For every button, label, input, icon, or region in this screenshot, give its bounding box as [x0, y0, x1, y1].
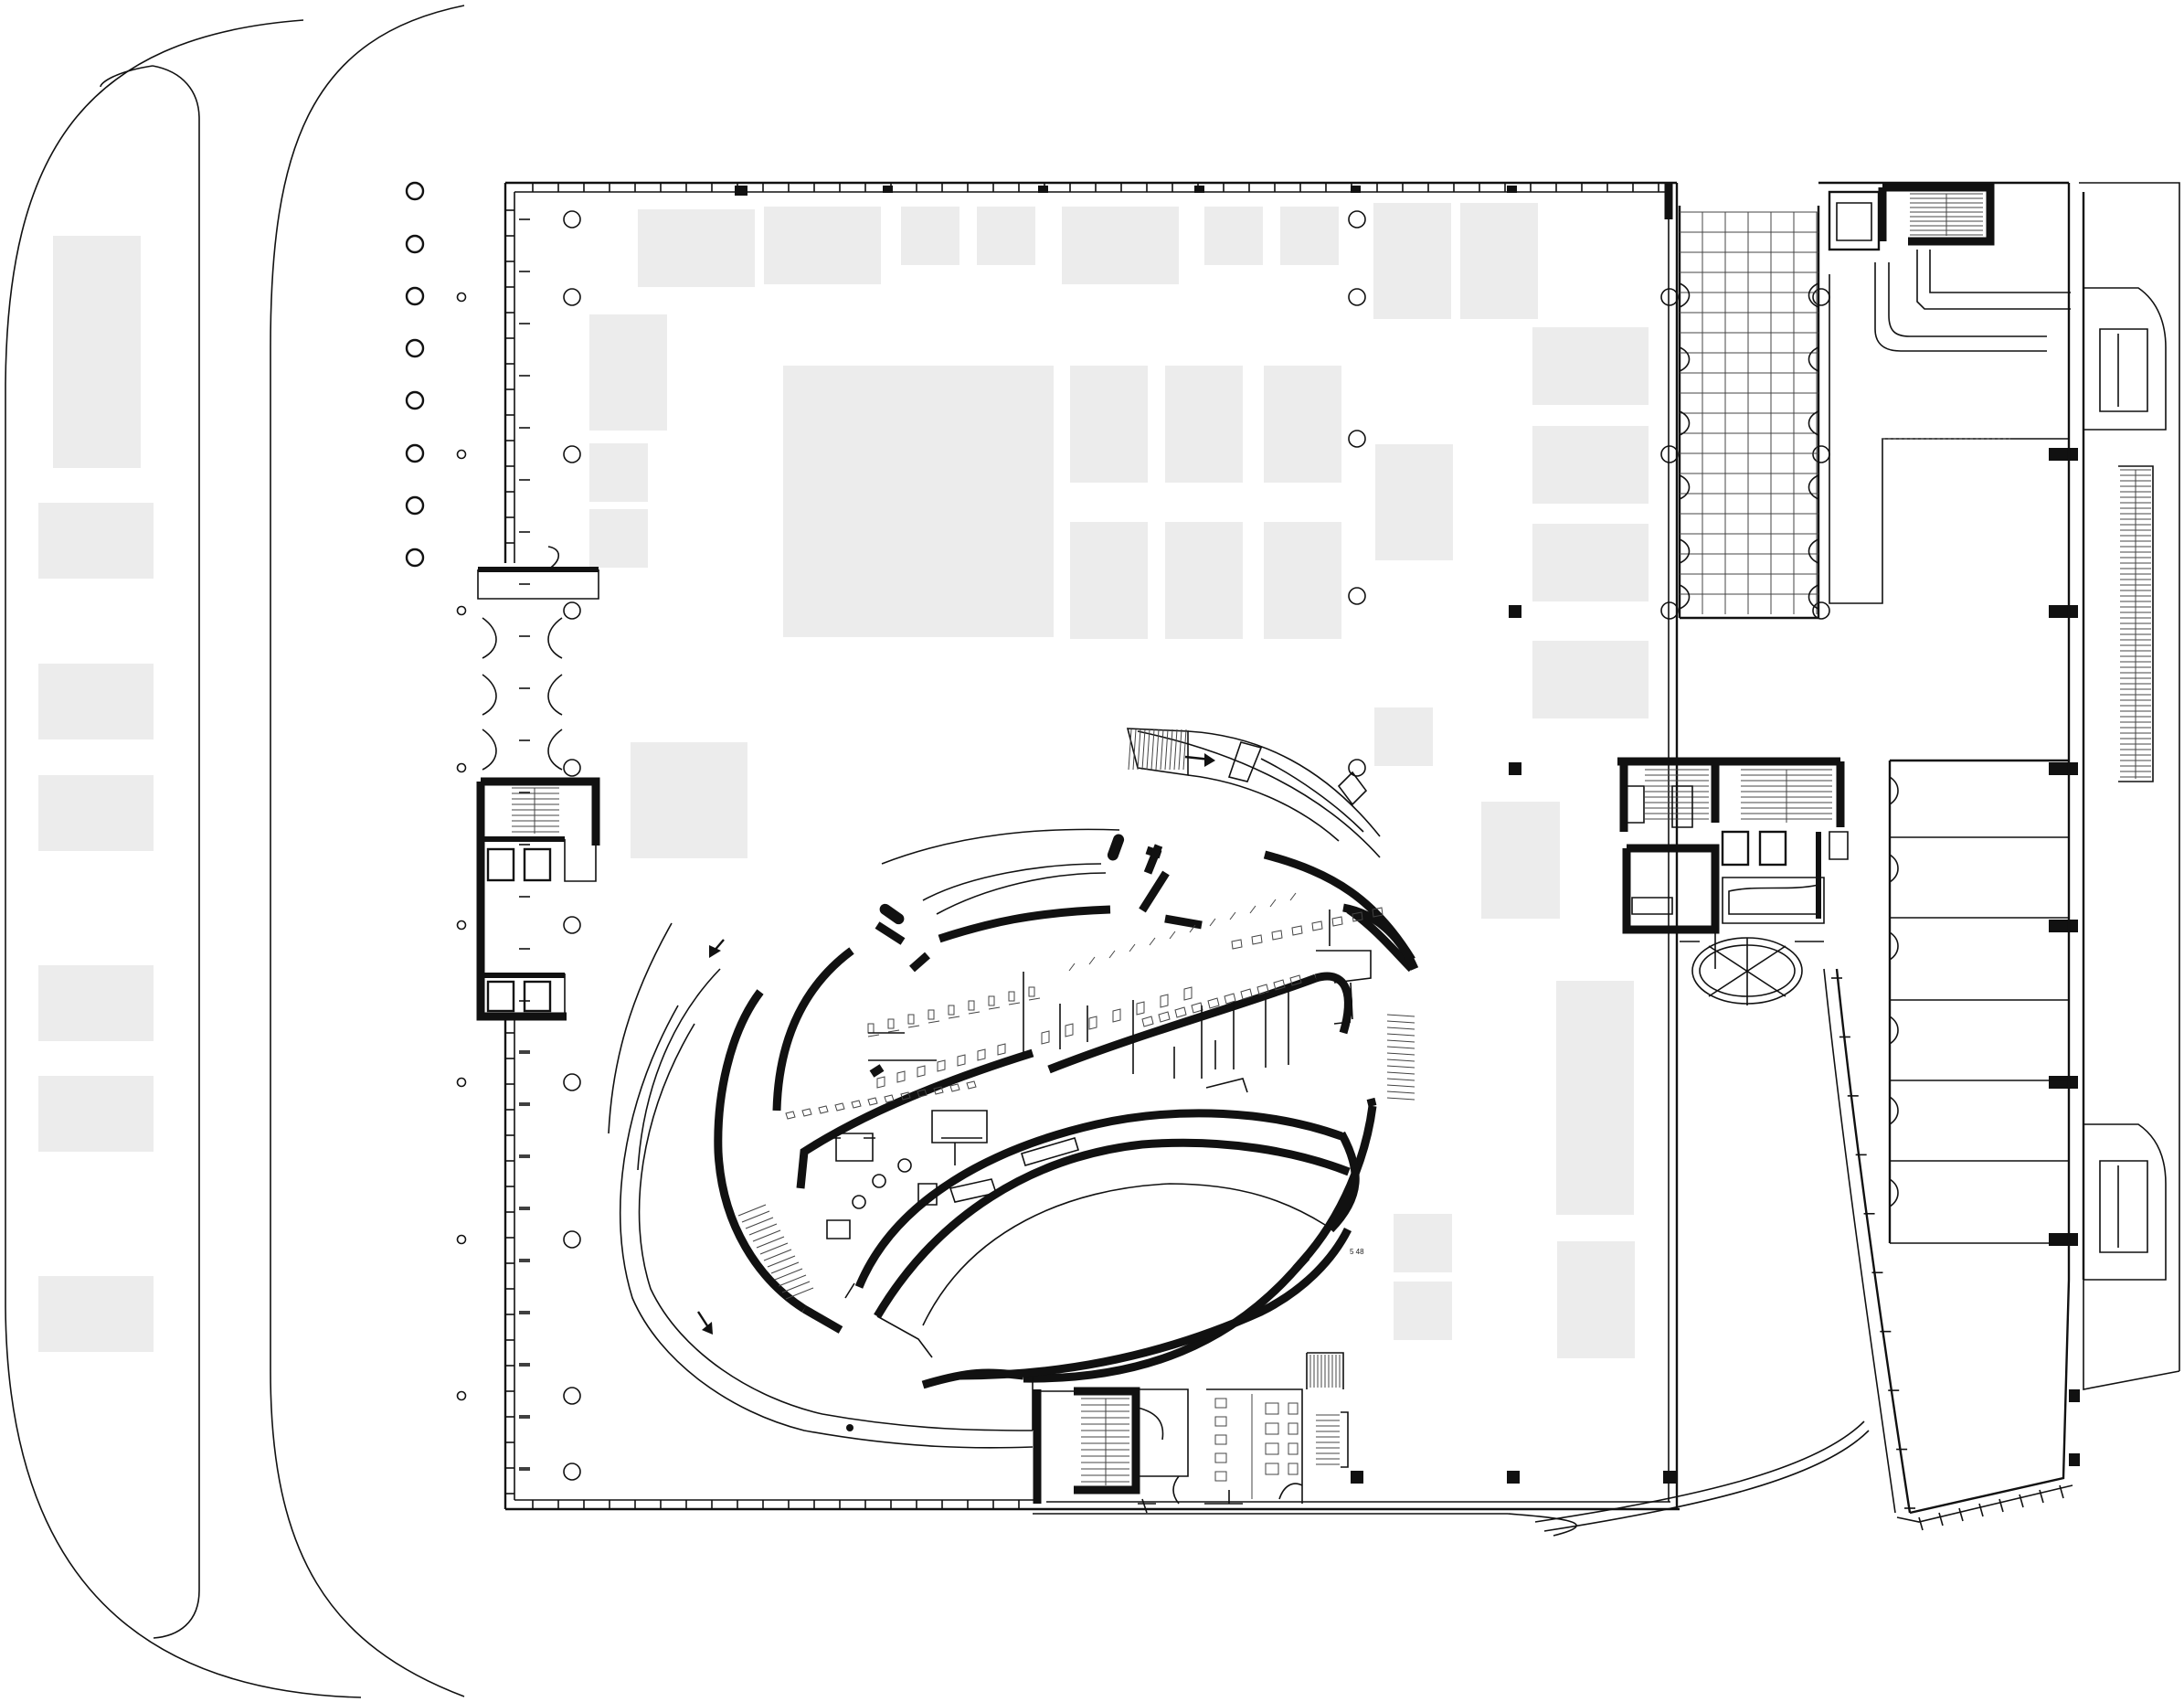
program-block: [1280, 207, 1339, 265]
east-wing: [1818, 181, 2180, 1531]
solid-columns: [735, 186, 2080, 1484]
central-oval: [608, 730, 1419, 1449]
program-block: [764, 207, 881, 284]
parking-block: [38, 1076, 154, 1152]
program-block: [631, 742, 747, 858]
program-block: [1165, 522, 1243, 639]
program-block: [589, 443, 648, 502]
program-block: [1070, 522, 1148, 639]
program-block: [1264, 522, 1341, 639]
central-east-core: [1617, 757, 1849, 1005]
west-entry-vestibule: [477, 546, 599, 771]
southeast-road: [1033, 1420, 1870, 1537]
program-block: [638, 209, 755, 287]
program-block: [1481, 802, 1560, 919]
program-block: [589, 509, 648, 568]
parking-block: [38, 1276, 154, 1352]
building-envelope: [504, 181, 1680, 1511]
parking-block: [38, 503, 154, 579]
west-core: [476, 777, 600, 1021]
site-parking-blocks: [38, 236, 154, 1352]
program-block: [1165, 366, 1243, 483]
exterior-small-markers: [456, 292, 467, 1401]
facade-mullions: [505, 183, 1659, 1509]
program-block: [1532, 641, 1649, 718]
program-block: [977, 207, 1035, 265]
program-block: [1374, 707, 1433, 766]
program-block: [1204, 207, 1263, 265]
program-block: [1557, 1241, 1635, 1358]
northeast-service-core: [1664, 183, 2071, 620]
program-block: [1532, 524, 1649, 601]
program-block: [783, 366, 1054, 637]
program-block: [1460, 203, 1538, 319]
program-block: [1394, 1282, 1452, 1340]
south-cores: [1033, 1352, 1349, 1514]
program-block: [1373, 203, 1451, 319]
program-block: [1532, 426, 1649, 504]
program-block: [1062, 207, 1179, 284]
exterior-columns: [405, 181, 425, 568]
north-curved-stair: [1126, 728, 1381, 842]
parking-block: [38, 664, 154, 739]
program-block: [1375, 444, 1453, 560]
program-block: [1532, 327, 1649, 405]
program-block: [589, 314, 667, 431]
program-block: [901, 207, 959, 265]
circulation-arrows: [696, 753, 1215, 1335]
room-tag: 5 48: [1350, 1248, 1364, 1256]
program-block: [1394, 1214, 1452, 1272]
interior-columns: [563, 210, 1830, 1481]
program-block: [1070, 366, 1148, 483]
program-block: [1556, 981, 1634, 1215]
parking-block: [38, 965, 154, 1041]
parking-block: [53, 236, 141, 468]
program-block: [1264, 366, 1341, 483]
program-blocks: [589, 203, 1649, 1358]
site-drive-curves: [5, 5, 465, 1698]
parking-block: [38, 775, 154, 851]
